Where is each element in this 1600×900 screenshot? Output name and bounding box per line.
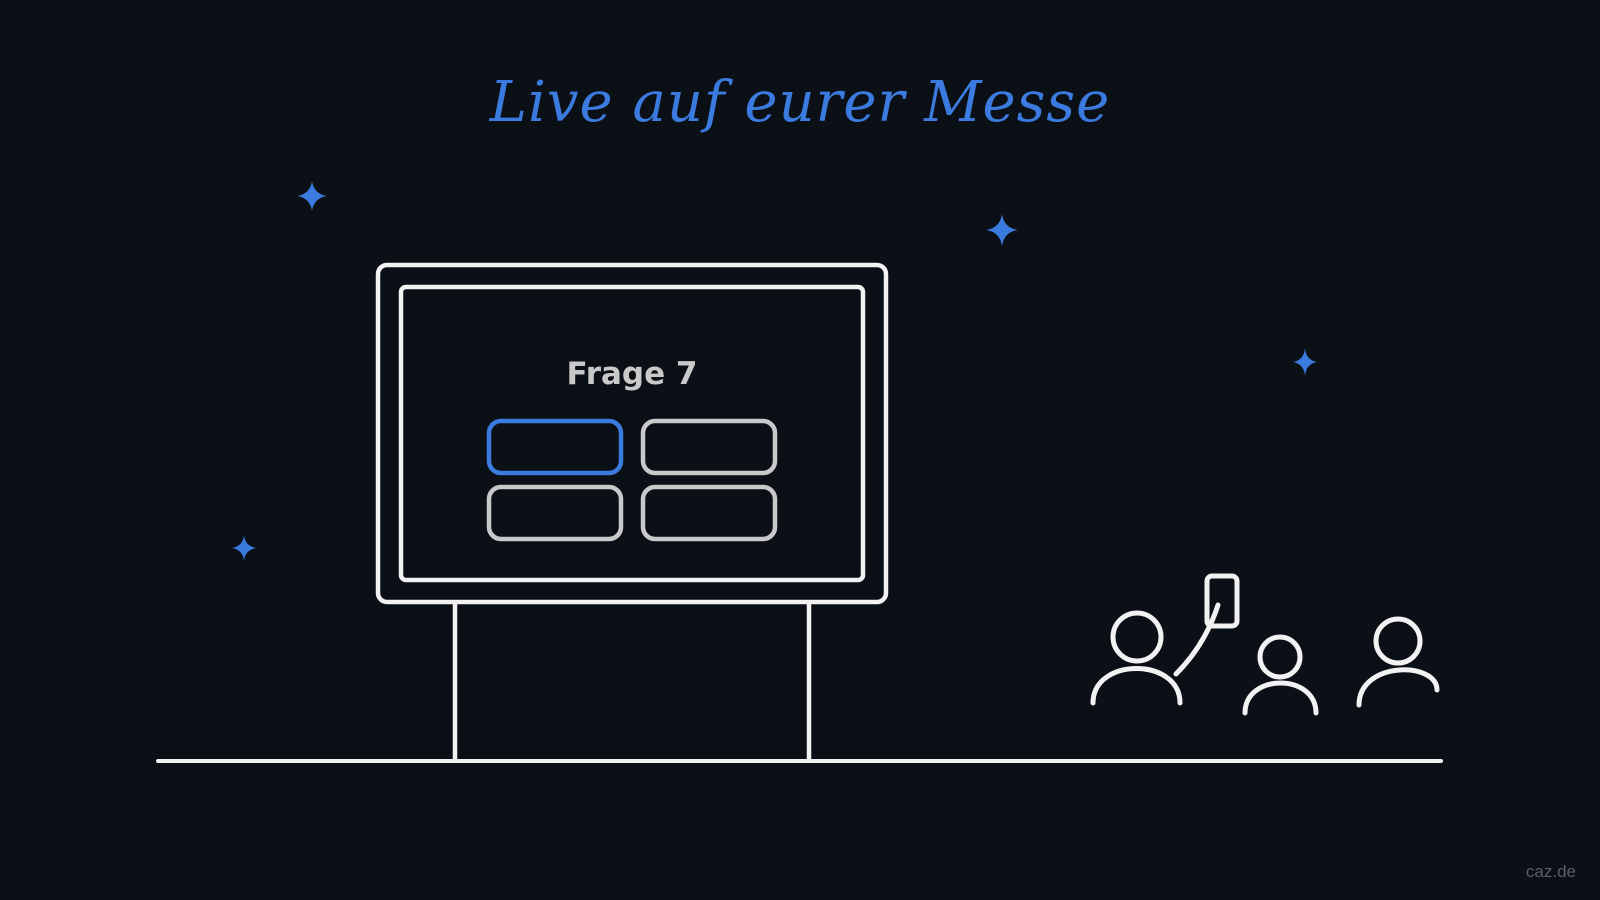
answer-option bbox=[640, 418, 778, 476]
phone-icon bbox=[1204, 573, 1240, 629]
sparkle-icon bbox=[232, 535, 256, 561]
audience bbox=[1090, 573, 1440, 716]
answer-option-selected bbox=[486, 418, 624, 476]
sparkle-icon bbox=[297, 181, 327, 211]
answer-grid bbox=[486, 418, 778, 542]
question-label: Frage 7 bbox=[567, 356, 698, 392]
sparkles bbox=[232, 181, 1317, 561]
display-frame-outer bbox=[375, 262, 889, 605]
raised-arm bbox=[1173, 602, 1221, 677]
person-icon bbox=[1090, 610, 1183, 706]
sparkle-icon bbox=[986, 214, 1018, 246]
answer-option bbox=[640, 484, 778, 542]
display-frame-inner bbox=[398, 284, 866, 583]
headline: Live auf eurer Messe bbox=[489, 70, 1111, 135]
person-icon bbox=[1356, 616, 1440, 708]
watermark: caz.de bbox=[1525, 862, 1576, 881]
answer-option bbox=[486, 484, 624, 542]
sparkle-icon bbox=[1293, 348, 1317, 376]
person-icon bbox=[1242, 634, 1319, 716]
display-icon bbox=[375, 262, 889, 761]
